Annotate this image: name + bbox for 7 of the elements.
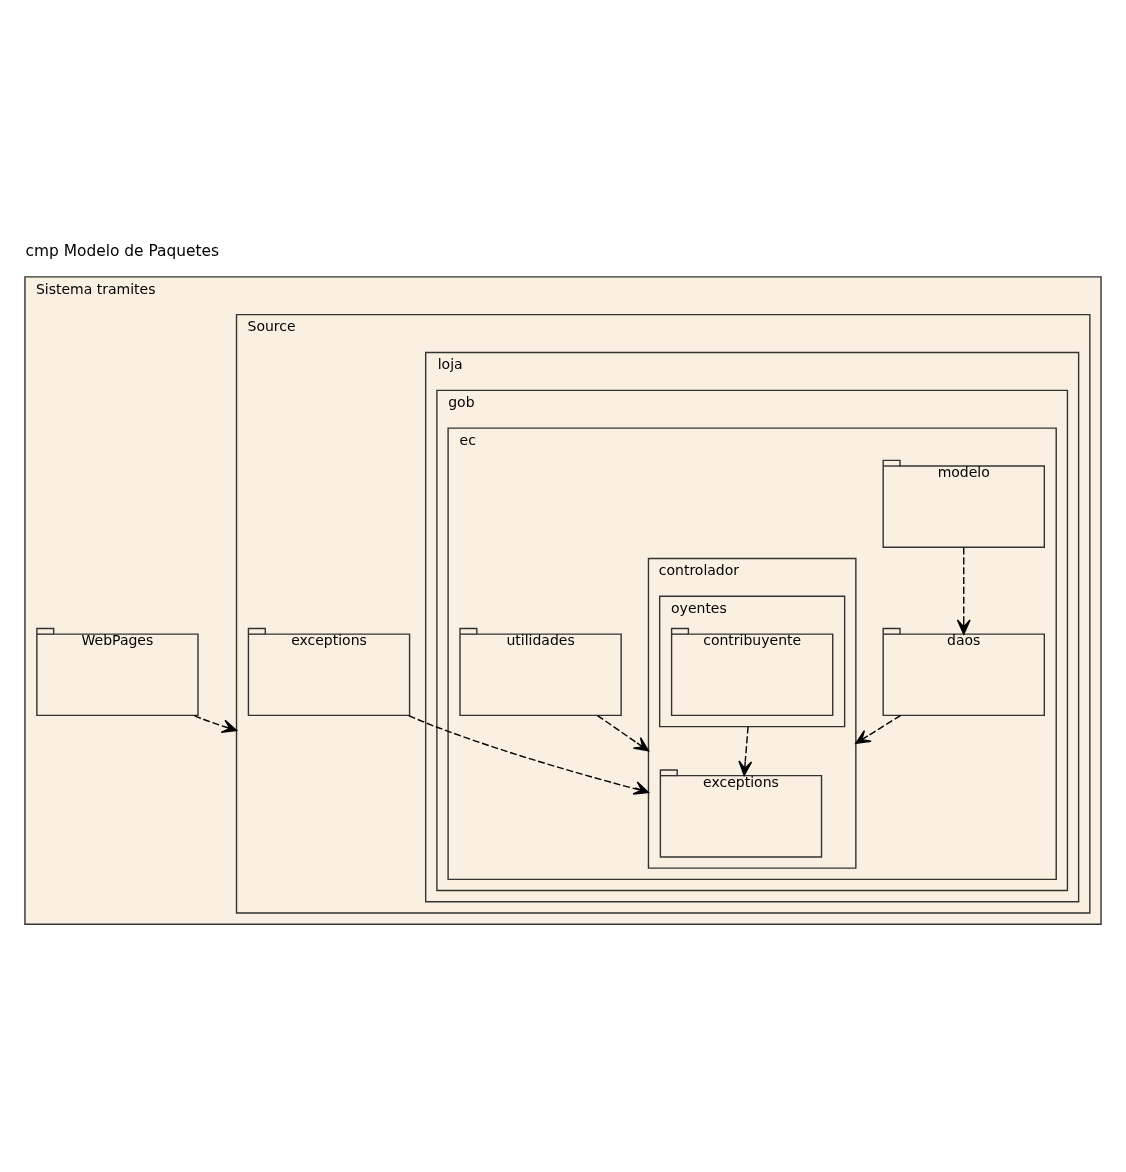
arrow xyxy=(596,714,650,752)
diagram-title: cmp Modelo de Paquetes xyxy=(25,241,220,260)
arrow xyxy=(855,714,902,744)
arrow xyxy=(193,714,238,733)
arrow xyxy=(956,546,971,635)
arrow xyxy=(407,714,650,795)
arrow xyxy=(738,725,753,776)
